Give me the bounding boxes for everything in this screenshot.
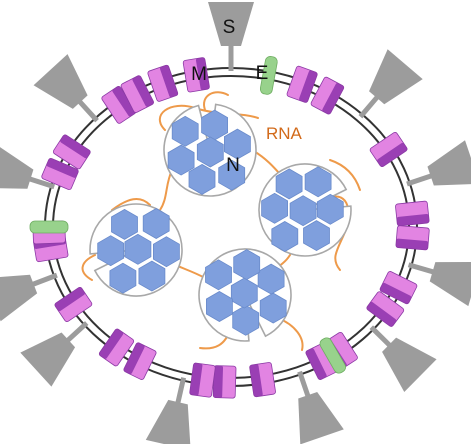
spike-label: S: [223, 17, 236, 38]
spike-protein: [277, 364, 344, 444]
spike-protein: [399, 140, 471, 206]
membrane-protein: [212, 365, 237, 399]
membrane-protein: [309, 75, 346, 116]
spike-protein: [0, 253, 66, 322]
rna-strand: [203, 91, 229, 111]
membrane-label: M: [191, 64, 207, 85]
membrane-protein: [395, 225, 430, 251]
rna-strand: [81, 254, 96, 281]
nucleocapsids: [76, 97, 365, 355]
rna-strand: [329, 159, 361, 191]
membrane-protein: [189, 362, 216, 398]
rna-strand: [111, 198, 151, 211]
nucleocapsid-cluster: [157, 97, 263, 203]
rna-label: RNA: [266, 124, 303, 143]
nucleocapsid-label: N: [226, 155, 240, 176]
spike-protein: [402, 242, 471, 307]
nucleocapsid-cluster: [76, 190, 196, 310]
envelope-label: E: [256, 63, 269, 84]
membrane-protein: [248, 361, 277, 398]
membrane-protein: [285, 65, 319, 104]
nucleocapsid-cluster: [185, 235, 305, 355]
rna-strand: [159, 169, 173, 211]
membrane-protein: [146, 64, 179, 103]
envelope-protein: [29, 220, 69, 234]
membrane-protein: [394, 200, 430, 227]
